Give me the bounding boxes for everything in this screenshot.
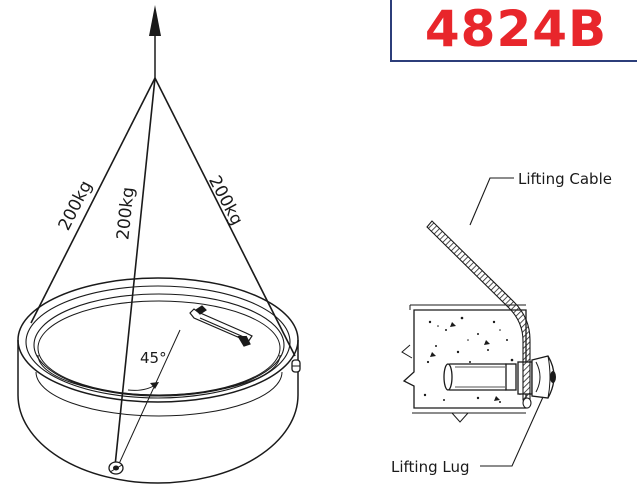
concrete-texture	[423, 316, 521, 403]
ring-lug-right	[291, 359, 301, 373]
center-cable	[114, 77, 156, 467]
ring-lift-illustration	[17, 5, 301, 484]
concrete-block	[402, 309, 527, 409]
right-cable	[154, 77, 296, 357]
lifting-lug-label: Lifting Lug	[391, 458, 470, 476]
lug-socket	[445, 363, 511, 391]
lug-detail	[401, 177, 556, 467]
inner-bracket	[189, 305, 253, 347]
angle-label: 45°	[140, 349, 167, 367]
ring-outer-wall	[17, 340, 299, 484]
lug-leader-line	[480, 396, 544, 467]
ring-rim-groove-3	[37, 300, 281, 396]
center-cable-load-label: 200kg	[113, 186, 138, 241]
ring-rim-groove-1	[25, 285, 291, 399]
right-cable-load-label: 200kg	[204, 173, 247, 229]
ring-lug-front	[108, 461, 124, 475]
product-code-box: 4824B	[390, 0, 637, 62]
lifting-cable-label: Lifting Cable	[518, 170, 612, 188]
cable-leader-line	[469, 177, 514, 226]
angle-arc-arrow	[150, 382, 159, 389]
angle-reference-line	[117, 329, 181, 467]
ring-inner-band	[35, 371, 283, 417]
ring-inner-wall	[37, 354, 281, 396]
left-cable	[30, 77, 156, 324]
ring-outer-rim	[17, 277, 299, 403]
lift-direction-arrow-head	[149, 5, 161, 36]
product-code: 4824B	[424, 0, 608, 58]
ring-rim-groove-2	[33, 293, 285, 397]
